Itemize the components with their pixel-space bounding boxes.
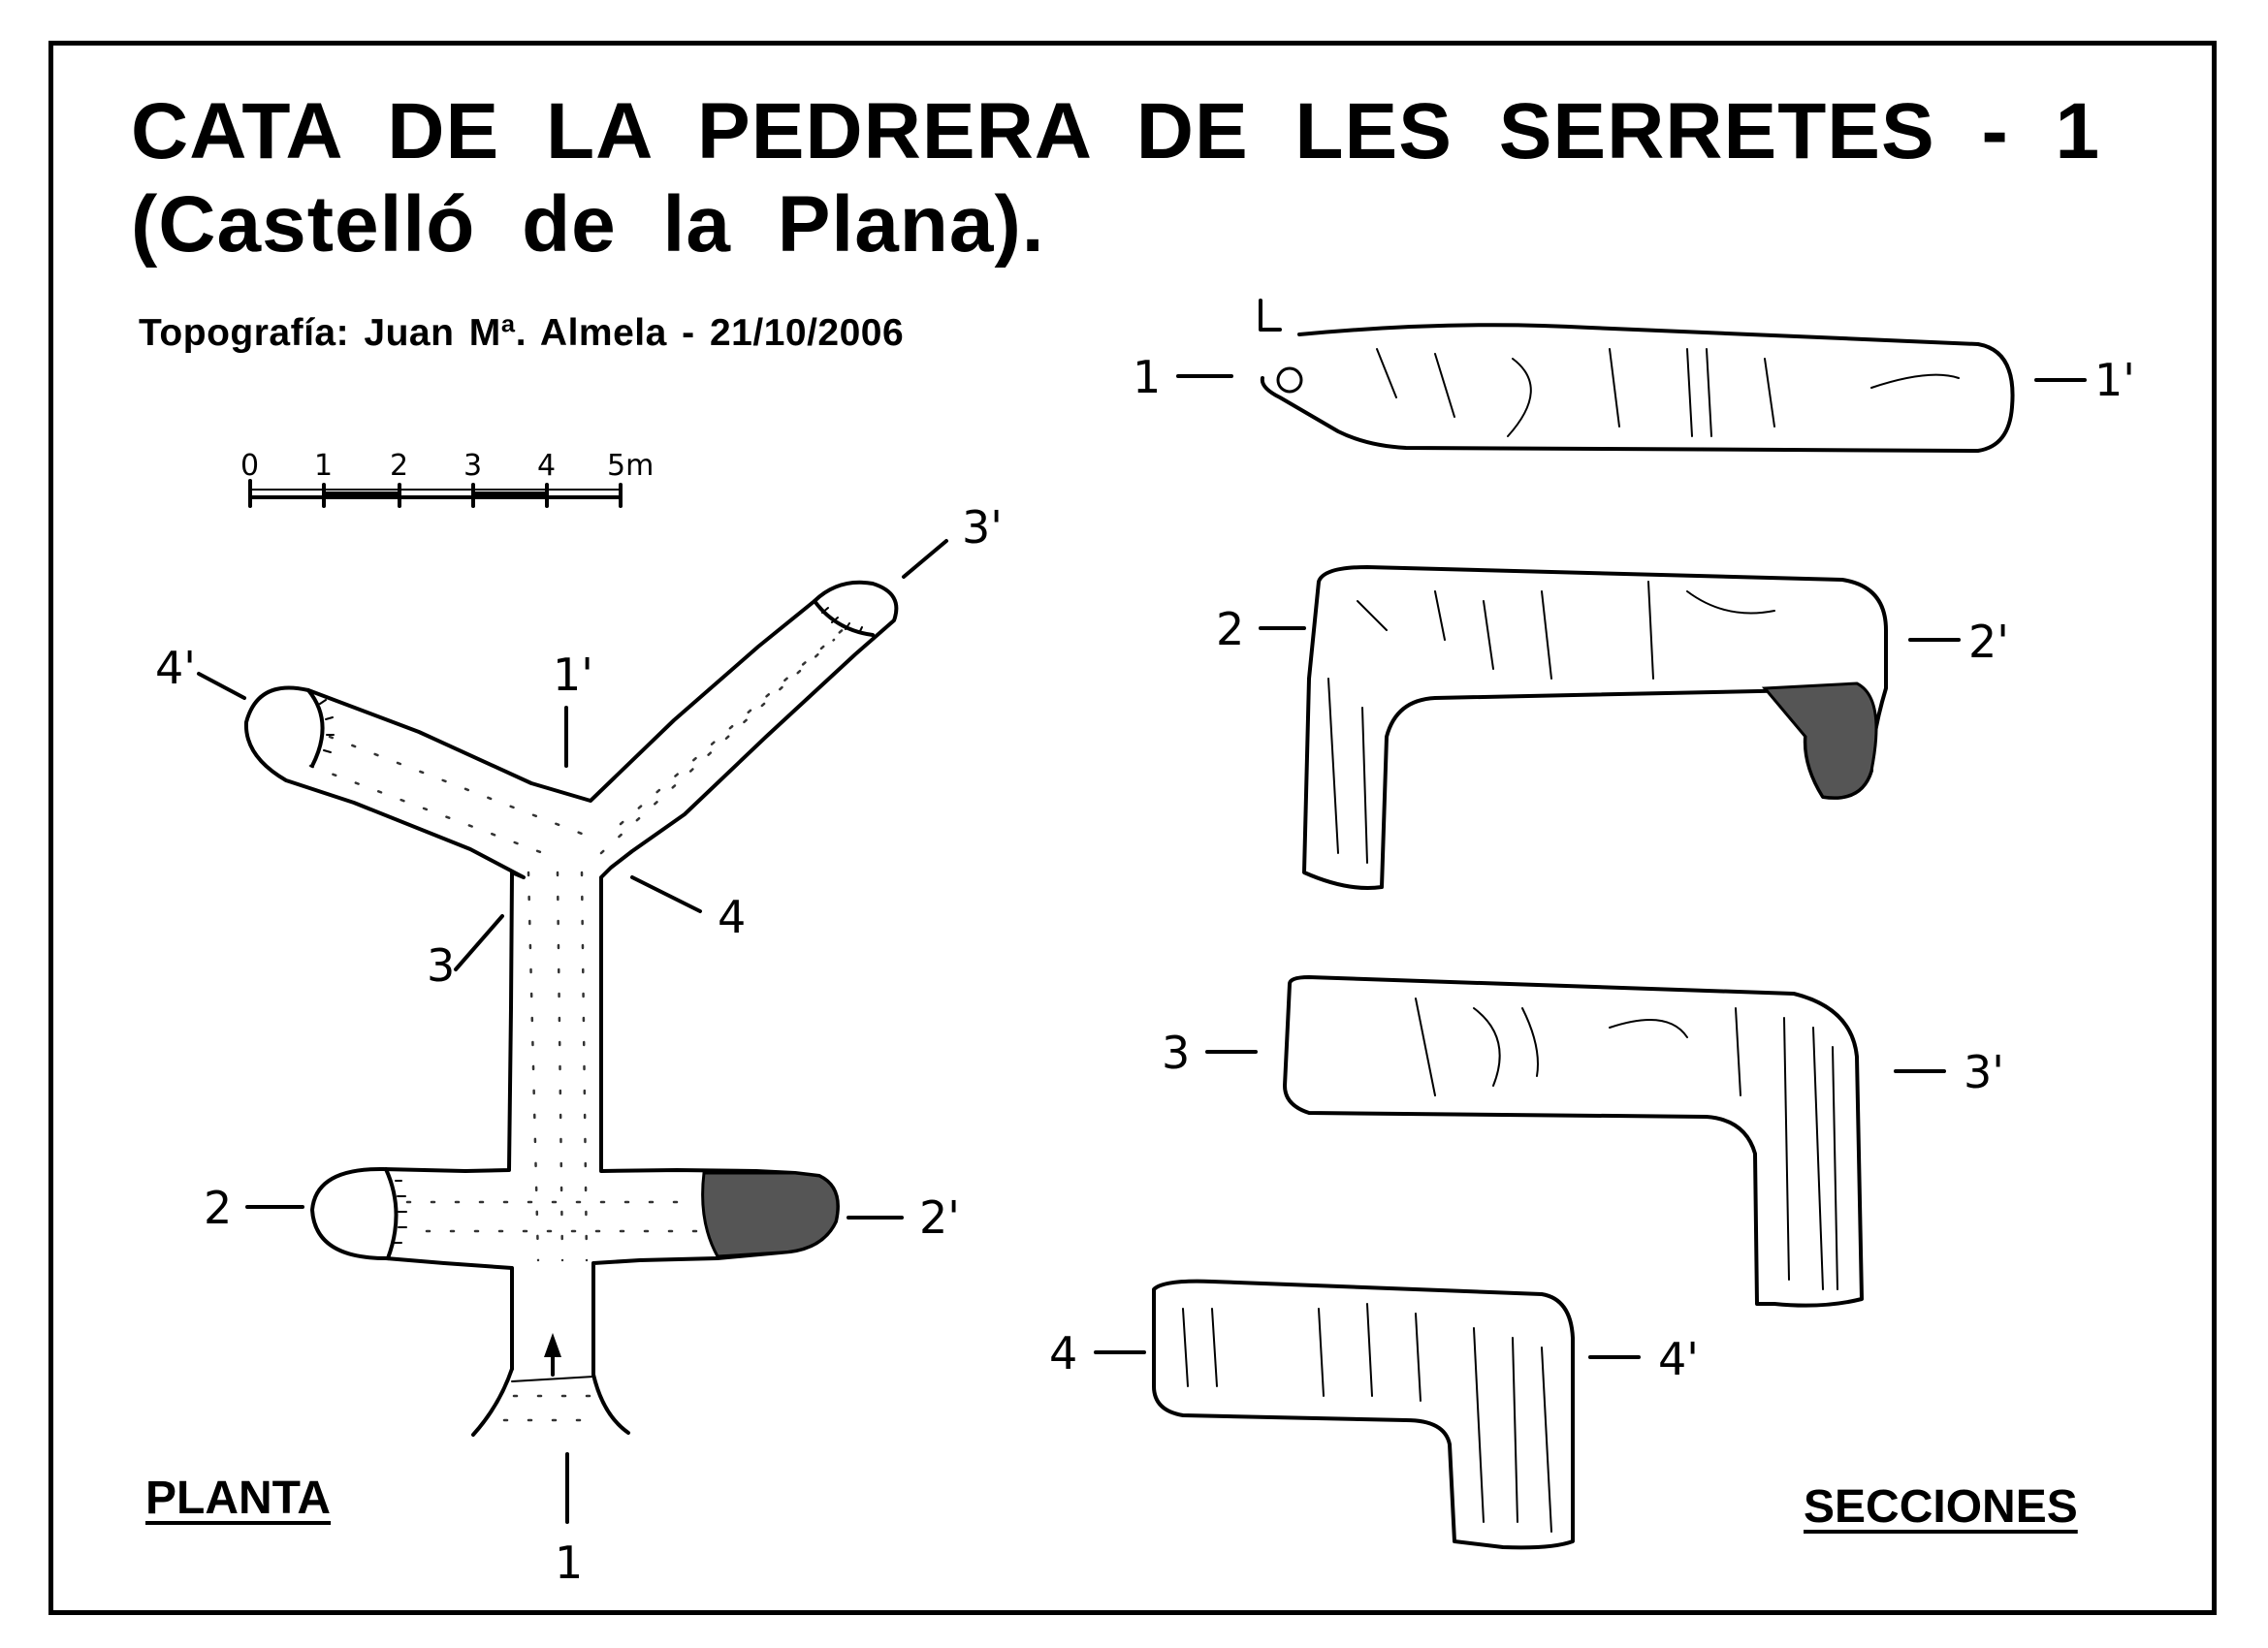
plan-marker-1p: 1' bbox=[553, 649, 593, 701]
scale-segment-filled bbox=[324, 491, 399, 499]
plan-marker-3: 3 bbox=[427, 939, 455, 992]
plan-marker-3p: 3' bbox=[962, 501, 1003, 554]
plan-outline bbox=[243, 580, 899, 1435]
section-marker-1p: 1' bbox=[2094, 354, 2135, 406]
title-line-2: (Castelló de la Plana). bbox=[131, 180, 1045, 269]
section-marker-3p: 3' bbox=[1964, 1046, 2004, 1098]
section-marker-4: 4 bbox=[1049, 1327, 1077, 1379]
section-marker-2p: 2' bbox=[1968, 616, 2009, 668]
section-marker-1: 1 bbox=[1133, 351, 1161, 403]
plan-marker-1: 1 bbox=[555, 1537, 583, 1589]
section-1: 1 1' bbox=[1133, 299, 2135, 453]
sections-label: SECCIONES bbox=[1804, 1481, 2078, 1533]
scale-tick-label: 4 bbox=[537, 449, 556, 483]
plan-label: PLANTA bbox=[145, 1473, 332, 1524]
section-marker-3: 3 bbox=[1162, 1027, 1190, 1079]
section-4: 4 4' bbox=[1049, 1279, 1699, 1550]
section-3: 3 3' bbox=[1162, 975, 2004, 1308]
scale-tick-label: 1 bbox=[314, 449, 333, 483]
scale-tick-label: 5m bbox=[607, 449, 654, 483]
plan-view: 1 1' 2 2' 3 3' 4 4' bbox=[155, 501, 1003, 1589]
section-marker-4p: 4' bbox=[1658, 1333, 1699, 1385]
shaded-chamber-end bbox=[701, 1171, 840, 1258]
sections-view: 1 1' 2 2' 3 3' 4 bbox=[1049, 299, 2135, 1550]
section-line-3p bbox=[902, 539, 948, 579]
section-2: 2 2' bbox=[1216, 565, 2009, 890]
section-marker-2: 2 bbox=[1216, 603, 1244, 655]
scale-segment-filled bbox=[473, 491, 547, 499]
section-line-4p bbox=[197, 672, 246, 700]
title-line-1: CATA DE LA PEDRERA DE LES SERRETES - 1 bbox=[131, 87, 2101, 175]
page-title: CATA DE LA PEDRERA DE LES SERRETES - 1 (… bbox=[131, 85, 2100, 271]
plan-marker-4p: 4' bbox=[155, 642, 196, 694]
scale-tick-label: 3 bbox=[463, 449, 482, 483]
survey-credit: Topografía: Juan Mª. Almela - 21/10/2006 bbox=[139, 312, 905, 354]
scale-tick-label: 2 bbox=[390, 449, 408, 483]
scale-tick-label: 0 bbox=[240, 449, 259, 483]
section-line-4 bbox=[630, 875, 702, 913]
drawing-frame bbox=[48, 41, 2217, 1615]
plan-marker-2: 2 bbox=[204, 1182, 232, 1234]
plan-marker-4: 4 bbox=[718, 891, 746, 943]
section-line-3 bbox=[454, 914, 504, 971]
plan-marker-2p: 2' bbox=[919, 1191, 960, 1244]
scale-bar: 0 1 2 3 4 5m bbox=[240, 449, 654, 508]
